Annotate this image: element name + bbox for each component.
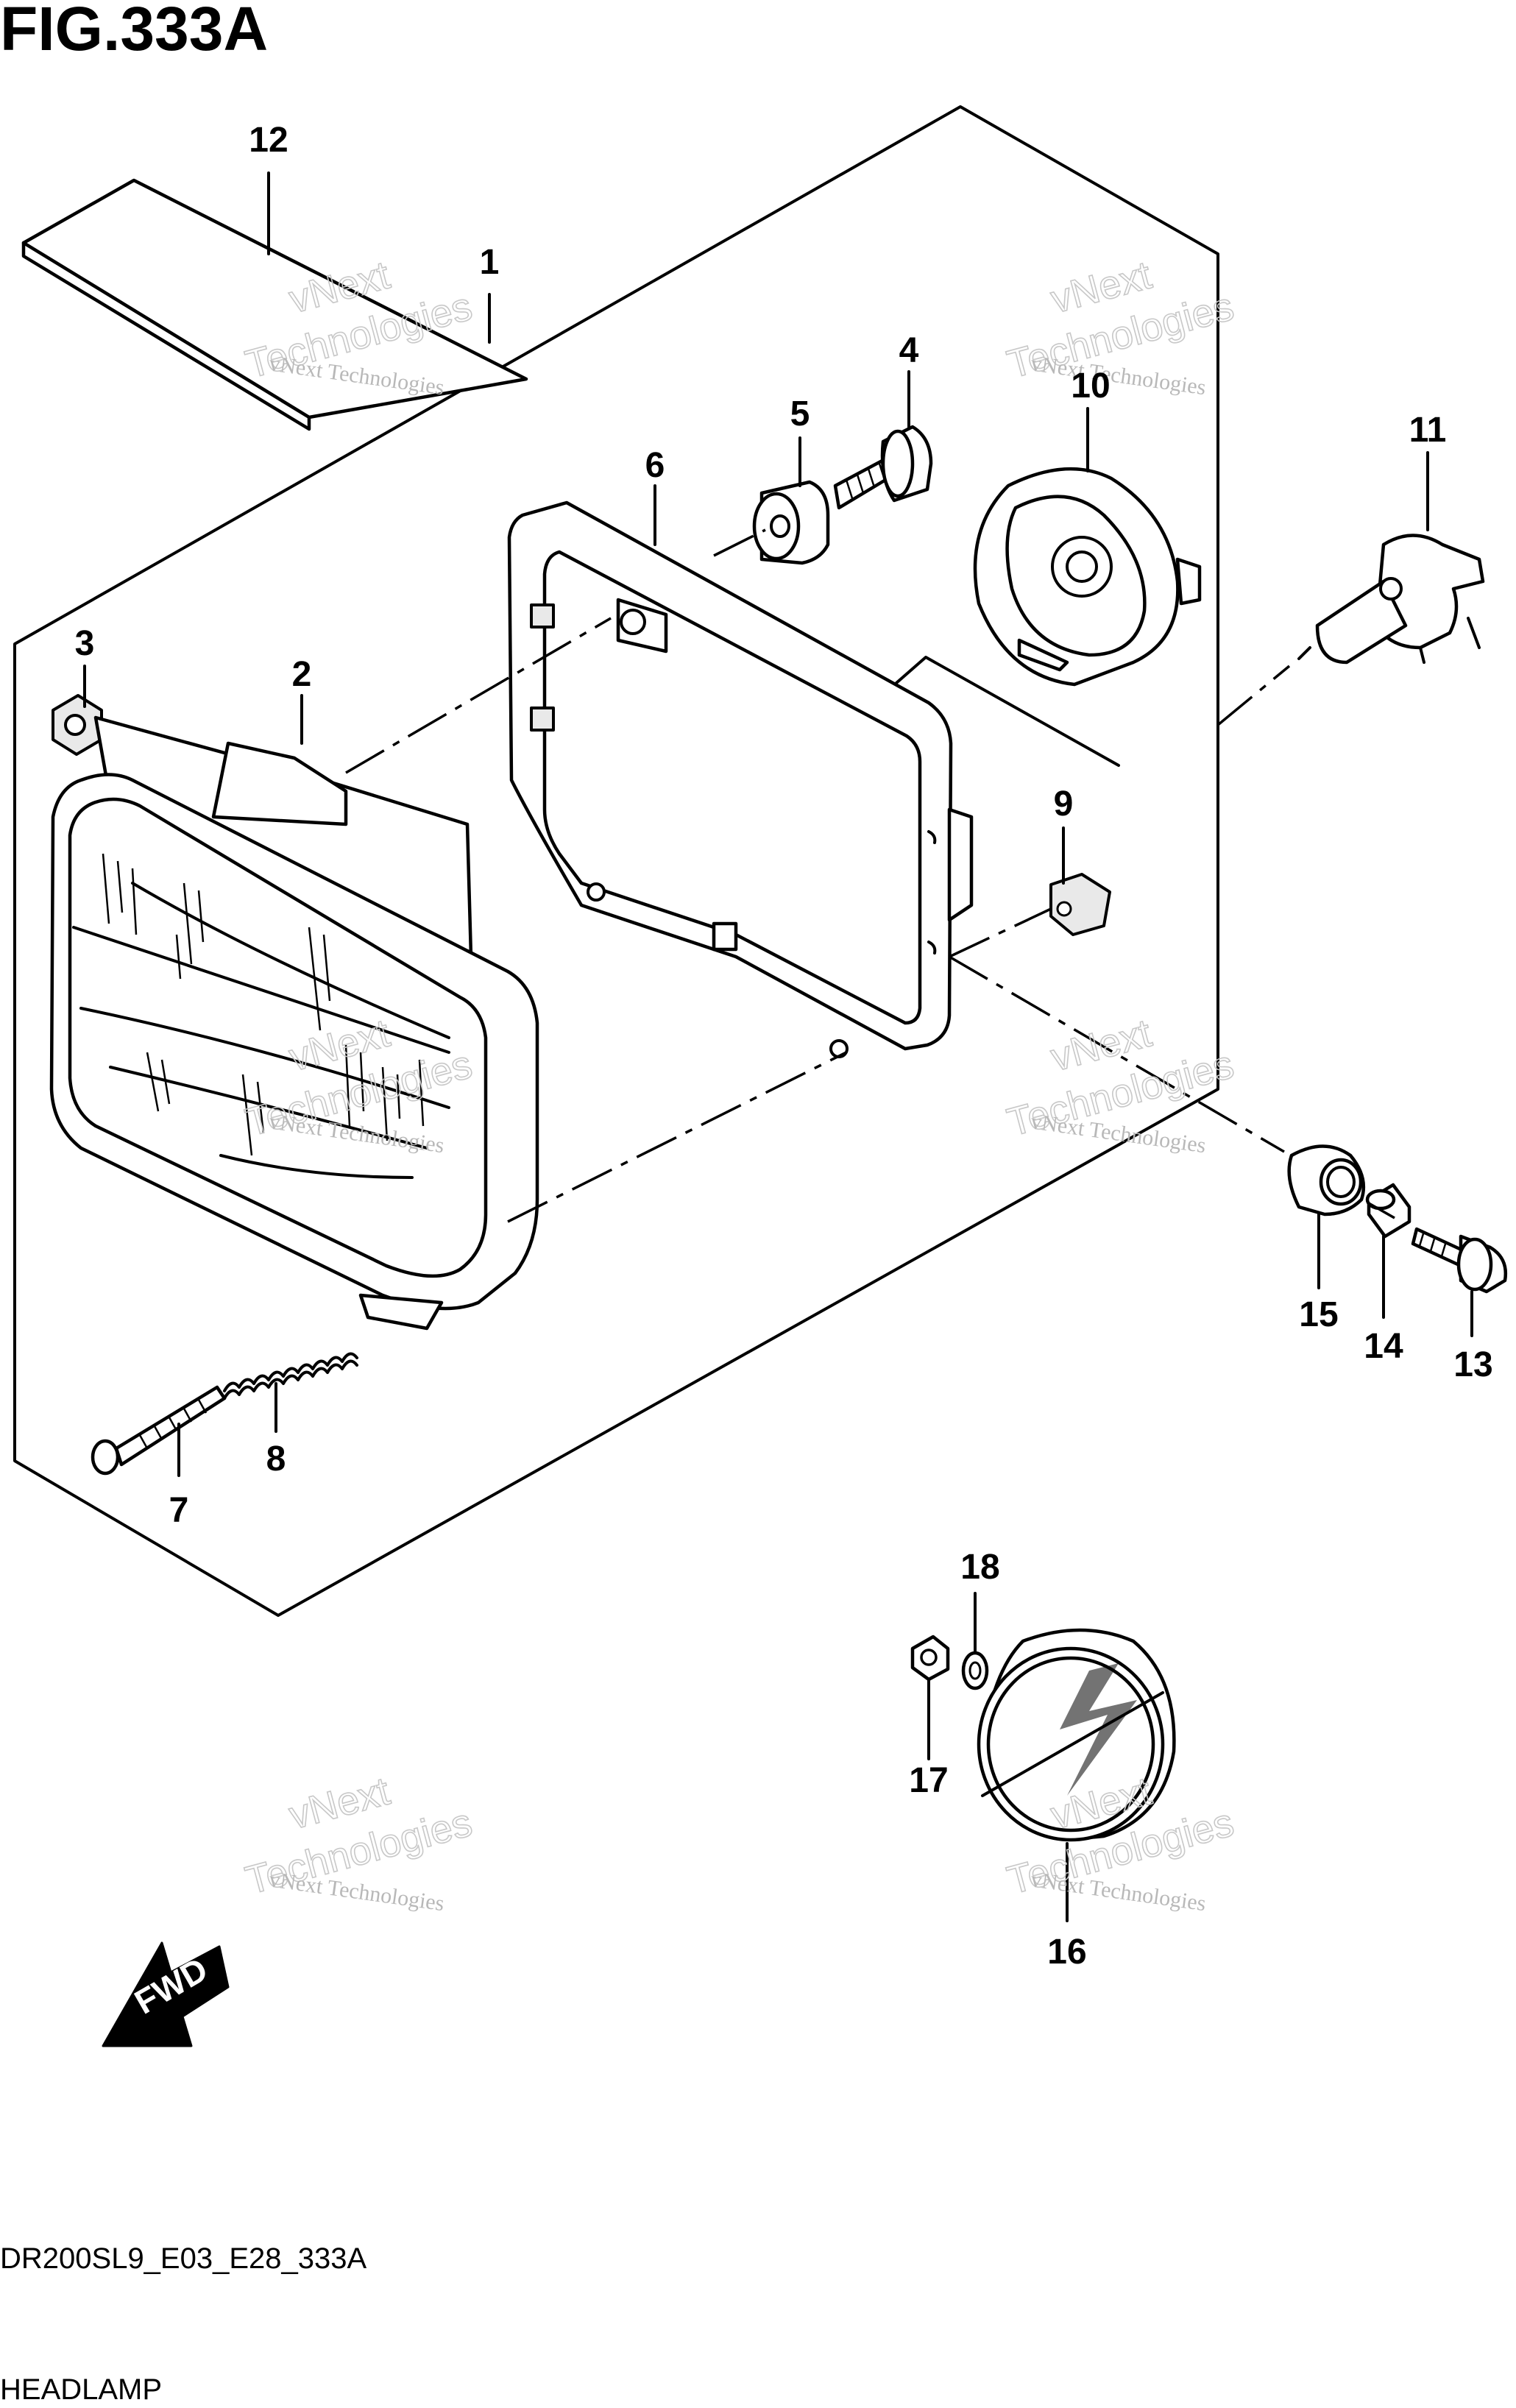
part-17-nut xyxy=(910,1635,950,1682)
callout-11: 11 xyxy=(1409,411,1447,450)
fwd-arrow: FWD xyxy=(102,1941,230,2047)
watermark-2: vNext Technologies vNext Technologies xyxy=(1002,252,1239,400)
part-2-headlamp-unit xyxy=(49,715,539,1331)
assembly-axis-lines xyxy=(345,528,1395,1223)
socket-group-outline xyxy=(889,656,1120,767)
part-14-collar xyxy=(1365,1183,1411,1239)
watermark-5: vNext Technologies vNext Technologies xyxy=(241,1768,478,1916)
callout-1: 1 xyxy=(480,243,500,282)
part-6-housing-frame xyxy=(507,500,974,1058)
part-13-bolt xyxy=(1411,1227,1508,1294)
callout-17: 17 xyxy=(909,1761,948,1800)
callout-14: 14 xyxy=(1364,1327,1403,1366)
callout-9: 9 xyxy=(1054,785,1074,824)
callout-2: 2 xyxy=(292,655,312,694)
leader-lines xyxy=(83,171,1473,1922)
callout-8: 8 xyxy=(266,1440,286,1479)
callout-3: 3 xyxy=(75,624,95,663)
callout-15: 15 xyxy=(1299,1295,1338,1334)
callout-4: 4 xyxy=(899,331,919,370)
callout-7: 7 xyxy=(169,1491,189,1530)
watermark-4: vNext Technologies vNext Technologies xyxy=(1002,1010,1239,1158)
callout-12: 12 xyxy=(249,121,288,160)
callout-16: 16 xyxy=(1047,1933,1086,1972)
callout-6: 6 xyxy=(645,446,665,485)
part-3-nut xyxy=(52,694,103,756)
callout-13: 13 xyxy=(1453,1345,1492,1384)
callout-labels: 1 2 3 4 5 6 7 8 9 10 11 12 13 14 15 16 1… xyxy=(75,121,1493,1972)
part-16-reflector xyxy=(977,1628,1176,1842)
assembly-frame xyxy=(13,105,1219,1617)
part-5-grommet xyxy=(752,480,830,565)
model-code: DR200SL9_E03_E28_333A xyxy=(0,2242,367,2275)
figure-title: FIG.333A xyxy=(0,0,268,63)
part-11-bulb xyxy=(1297,534,1485,665)
part-12-label-sheet xyxy=(21,178,528,431)
callout-10: 10 xyxy=(1071,366,1110,406)
part-8-spring xyxy=(223,1352,358,1400)
part-15-grommet xyxy=(1287,1144,1366,1217)
part-7-screw xyxy=(91,1385,227,1476)
callout-5: 5 xyxy=(790,394,810,433)
leader-bulb xyxy=(1216,665,1291,726)
callout-18: 18 xyxy=(960,1548,999,1587)
figure-name: HEADLAMP xyxy=(0,2373,162,2406)
part-10-bulb-socket xyxy=(973,467,1202,687)
part-4-bolt xyxy=(833,425,933,510)
part-9-clip-nut xyxy=(1049,873,1111,936)
part-18-washer xyxy=(961,1651,989,1690)
